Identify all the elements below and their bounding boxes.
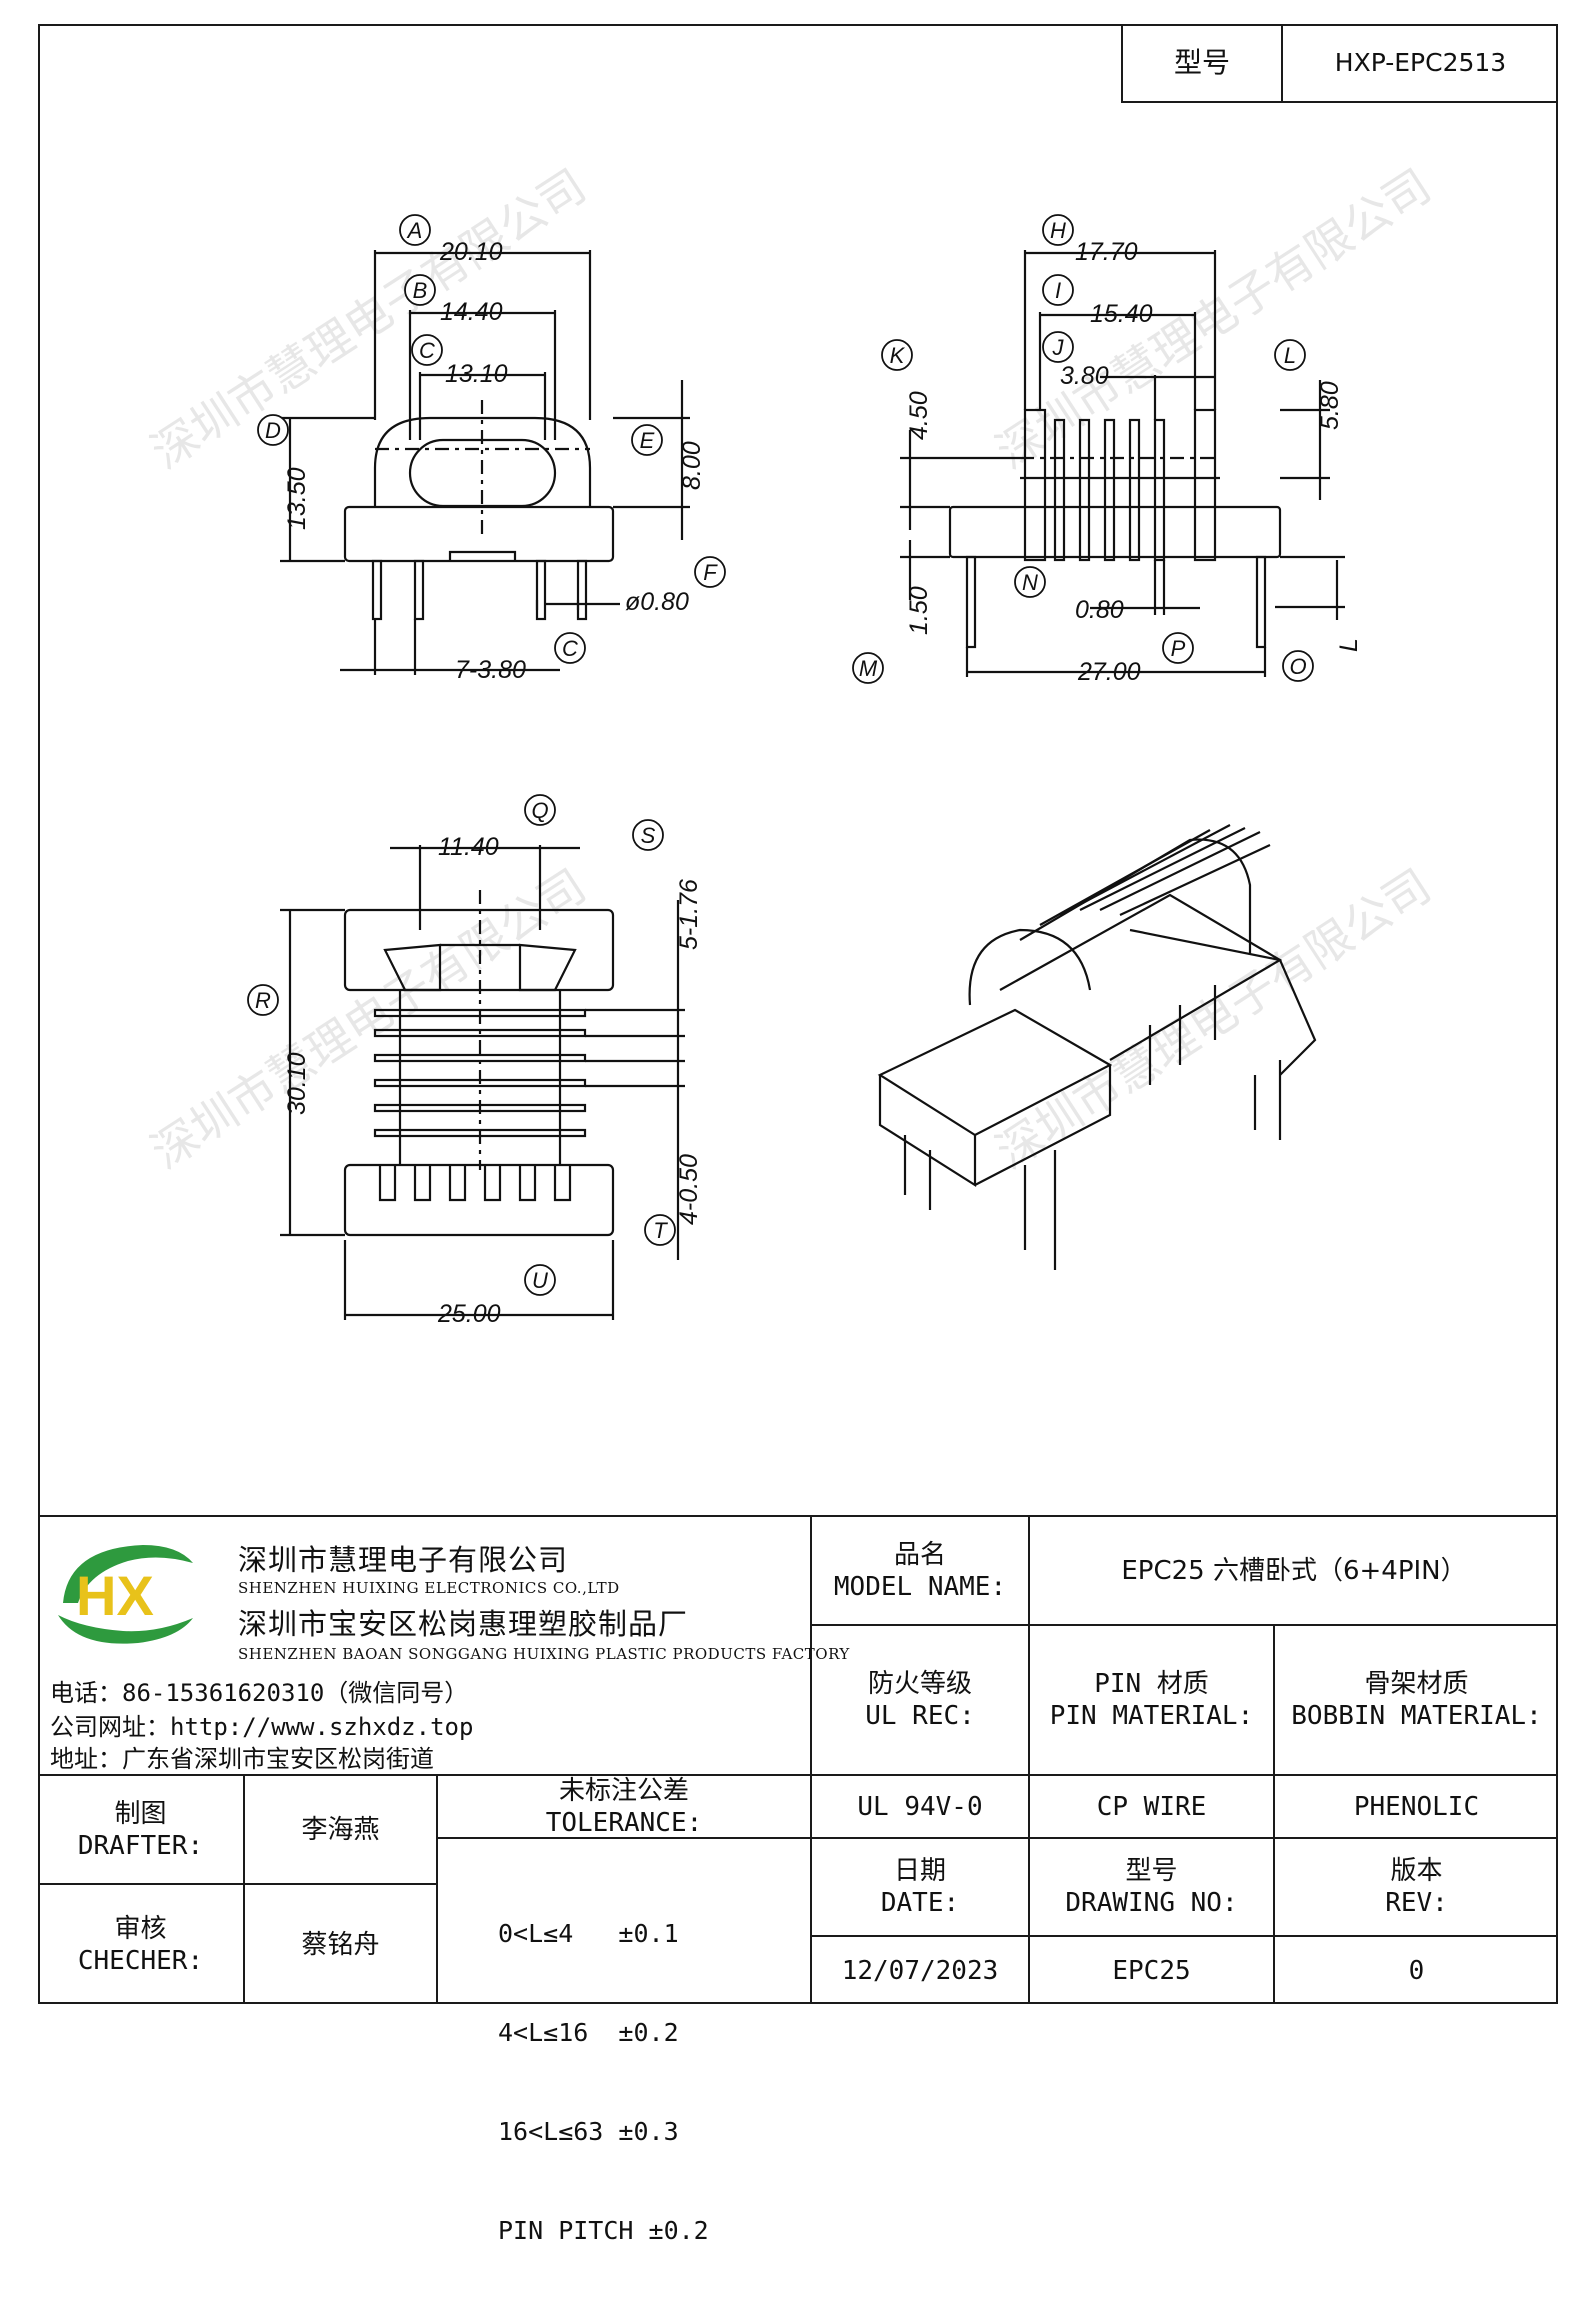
isometric-view [877,824,1317,1270]
company-name-cn: 深圳市慧理电子有限公司 [238,1543,569,1577]
model-name-value: EPC25 六槽卧式（6+4PIN） [1121,1555,1467,1586]
circle-label-u: U [532,1268,548,1293]
circle-label-n: N [1022,570,1038,595]
dim-t: 4-0.50 [675,1154,703,1225]
dim-l: 5.80 [1316,381,1344,430]
circle-label-e: E [640,428,655,453]
title-block: HX 深圳市慧理电子有限公司 SHENZHEN HUIXING ELECTRON… [38,1515,1558,2245]
watermark-group: 深圳市慧理电子有限公司 深圳市慧理电子有限公司 深圳市慧理电子有限公司 深圳市慧… [142,158,1441,1179]
dim-r: 30.10 [283,1052,311,1115]
pin-material-value: CP WIRE [1096,1791,1207,1822]
model-label: 型号 [1123,24,1283,101]
drafter-label: 制图 DRAFTER: [77,1798,204,1861]
circle-label-j: J [1052,335,1065,360]
tolerance-line: PIN PITCH ±0.2 [498,2216,709,2245]
drawing-no-value: EPC25 [1112,1955,1191,1986]
circle-label-c2: C [562,636,578,661]
company-logo: HX [48,1533,198,1653]
rev-value: 0 [1408,1955,1425,1986]
circle-label-h: H [1050,218,1066,243]
pin-material-label: PIN 材质 PIN MATERIAL: [1049,1669,1254,1731]
circle-label-f: F [703,560,718,585]
factory-name-cn: 深圳市宝安区松岗惠理塑胶制品厂 [238,1607,689,1641]
circle-label-l: L [1284,343,1296,368]
company-website: 公司网址：http://www.szhxdz.top [50,1713,474,1741]
dim-p: 27.00 [1077,658,1141,686]
circle-label-d: D [265,418,281,443]
drawing-sheet-border [38,24,1558,2004]
dim-h: 17.70 [1075,238,1138,266]
tolerance-line: 4<L≤16 ±0.2 [498,2018,679,2047]
circle-label-a: A [406,218,423,243]
tolerance-label: 未标注公差 TOLERANCE: [545,1775,703,1838]
model-value: HXP-EPC2513 [1334,47,1507,77]
factory-name-en: SHENZHEN BAOAN SONGGANG HUIXING PLASTIC … [238,1645,850,1663]
ul-rec-label: 防火等级 UL REC: [865,1669,975,1731]
drawing-no-label: 型号 DRAWING NO: [1065,1856,1238,1918]
circle-label-s: S [641,823,656,848]
dim-j: 3.80 [1060,362,1109,390]
dim-a: 20.10 [439,238,503,266]
dim-q: 11.40 [438,833,499,861]
ul-rec-value: UL 94V-0 [857,1791,983,1822]
logo-text: HX [76,1564,154,1627]
tolerance-line: 16<L≤63 ±0.3 [498,2117,679,2146]
bobbin-material-label: 骨架材质 BOBBIN MATERIAL: [1291,1669,1542,1731]
circle-label-q: Q [531,798,548,823]
date-value: 12/07/2023 [841,1955,999,1986]
side-view [900,250,1345,677]
dim-b: 14.40 [440,298,503,326]
model-header-box: 型号 HXP-EPC2513 [1121,24,1558,103]
dim-pitch: 7-3.80 [455,656,526,684]
rev-label: 版本 REV: [1385,1856,1448,1918]
model-name-label: 品名 MODEL NAME: [833,1539,1007,1602]
circle-label-m: M [859,656,878,681]
circle-label-k: K [890,343,906,368]
dim-m: 1.50 [905,586,933,635]
dim-e: 8.00 [678,441,706,490]
technical-drawing: 深圳市慧理电子有限公司 深圳市慧理电子有限公司 深圳市慧理电子有限公司 深圳市慧… [142,158,1441,1328]
dim-c: 13.10 [445,360,508,388]
watermark-text-4: 深圳市慧理电子有限公司 [987,858,1441,1179]
watermark-text-1: 深圳市慧理电子有限公司 [142,158,596,479]
dim-i: 15.40 [1090,300,1153,328]
checker-name: 蔡铭舟 [301,1929,380,1960]
company-address: 地址：广东省深圳市宝安区松岗街道 [50,1745,434,1773]
circle-label-c: C [419,338,435,363]
circle-label-i: I [1055,278,1061,303]
circle-label-t: T [653,1218,668,1243]
company-name-en: SHENZHEN HUIXING ELECTRONICS CO.,LTD [238,1579,620,1597]
dim-o: L [1335,638,1363,652]
company-phone: 电话：86-15361620310（微信同号） [50,1679,469,1707]
circle-label-p: P [1171,636,1186,661]
front-view [280,250,690,675]
dim-d: 13.50 [283,467,311,530]
circle-label-r: R [255,988,271,1013]
dim-f: ø0.80 [625,588,689,616]
dim-u: 25.00 [437,1300,501,1328]
dim-n: 0.80 [1075,596,1124,624]
tolerance-line: 0<L≤4 ±0.1 [498,1919,679,1948]
circle-label-b: B [413,278,428,303]
bobbin-material-value: PHENOLIC [1353,1791,1480,1822]
drafter-name: 李海燕 [301,1814,380,1845]
circle-label-o: O [1289,654,1306,679]
dim-s: 5-1.76 [675,879,703,950]
date-label: 日期 DATE: [880,1856,960,1918]
top-view [280,845,685,1320]
checker-label: 审核 CHECHER: [77,1913,204,1976]
tolerance-list: 0<L≤4 ±0.1 4<L≤16 ±0.2 16<L≤63 ±0.3 PIN … [498,1851,709,2313]
dim-k: 4.50 [905,391,933,440]
